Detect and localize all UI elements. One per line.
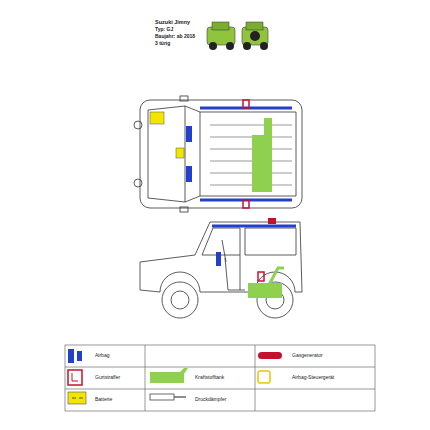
belt-tensioner-symbol [68,370,82,385]
legend-text: Gurtstraffer [95,375,120,381]
vehicle-info: Typ: GJ [155,27,173,33]
legend-text: Gasgenerator [292,353,323,359]
gas-generator-swatch [258,352,282,359]
legend-text: Kraftstofftank [195,375,224,381]
battery-symbol [72,398,76,399]
top-view [134,96,302,212]
side-view [140,222,302,318]
airbag-swatch [77,351,82,361]
legend-text: Druckdämpfer [195,397,226,403]
battery-symbol [79,398,83,399]
legend-text: Batterie [95,397,112,403]
legend-grid [65,345,375,411]
vehicle-info: 3 türig [155,41,170,47]
car-photo [207,22,268,50]
legend-text: Airbag-Steuergerät [292,375,334,381]
fuel-tank-swatch [150,368,188,383]
damper-symbol [174,396,186,397]
vehicle-info: Baujahr: ab 2018 [155,34,195,40]
belt-tensioner-symbol [72,373,78,381]
vehicle-title: Suzuki Jimny [155,19,190,25]
battery-swatch [68,392,86,404]
legend-text: Airbag [95,353,109,359]
damper-symbol [150,394,174,400]
airbag-swatch [68,349,74,363]
airbag-ecu-symbol [258,371,270,383]
